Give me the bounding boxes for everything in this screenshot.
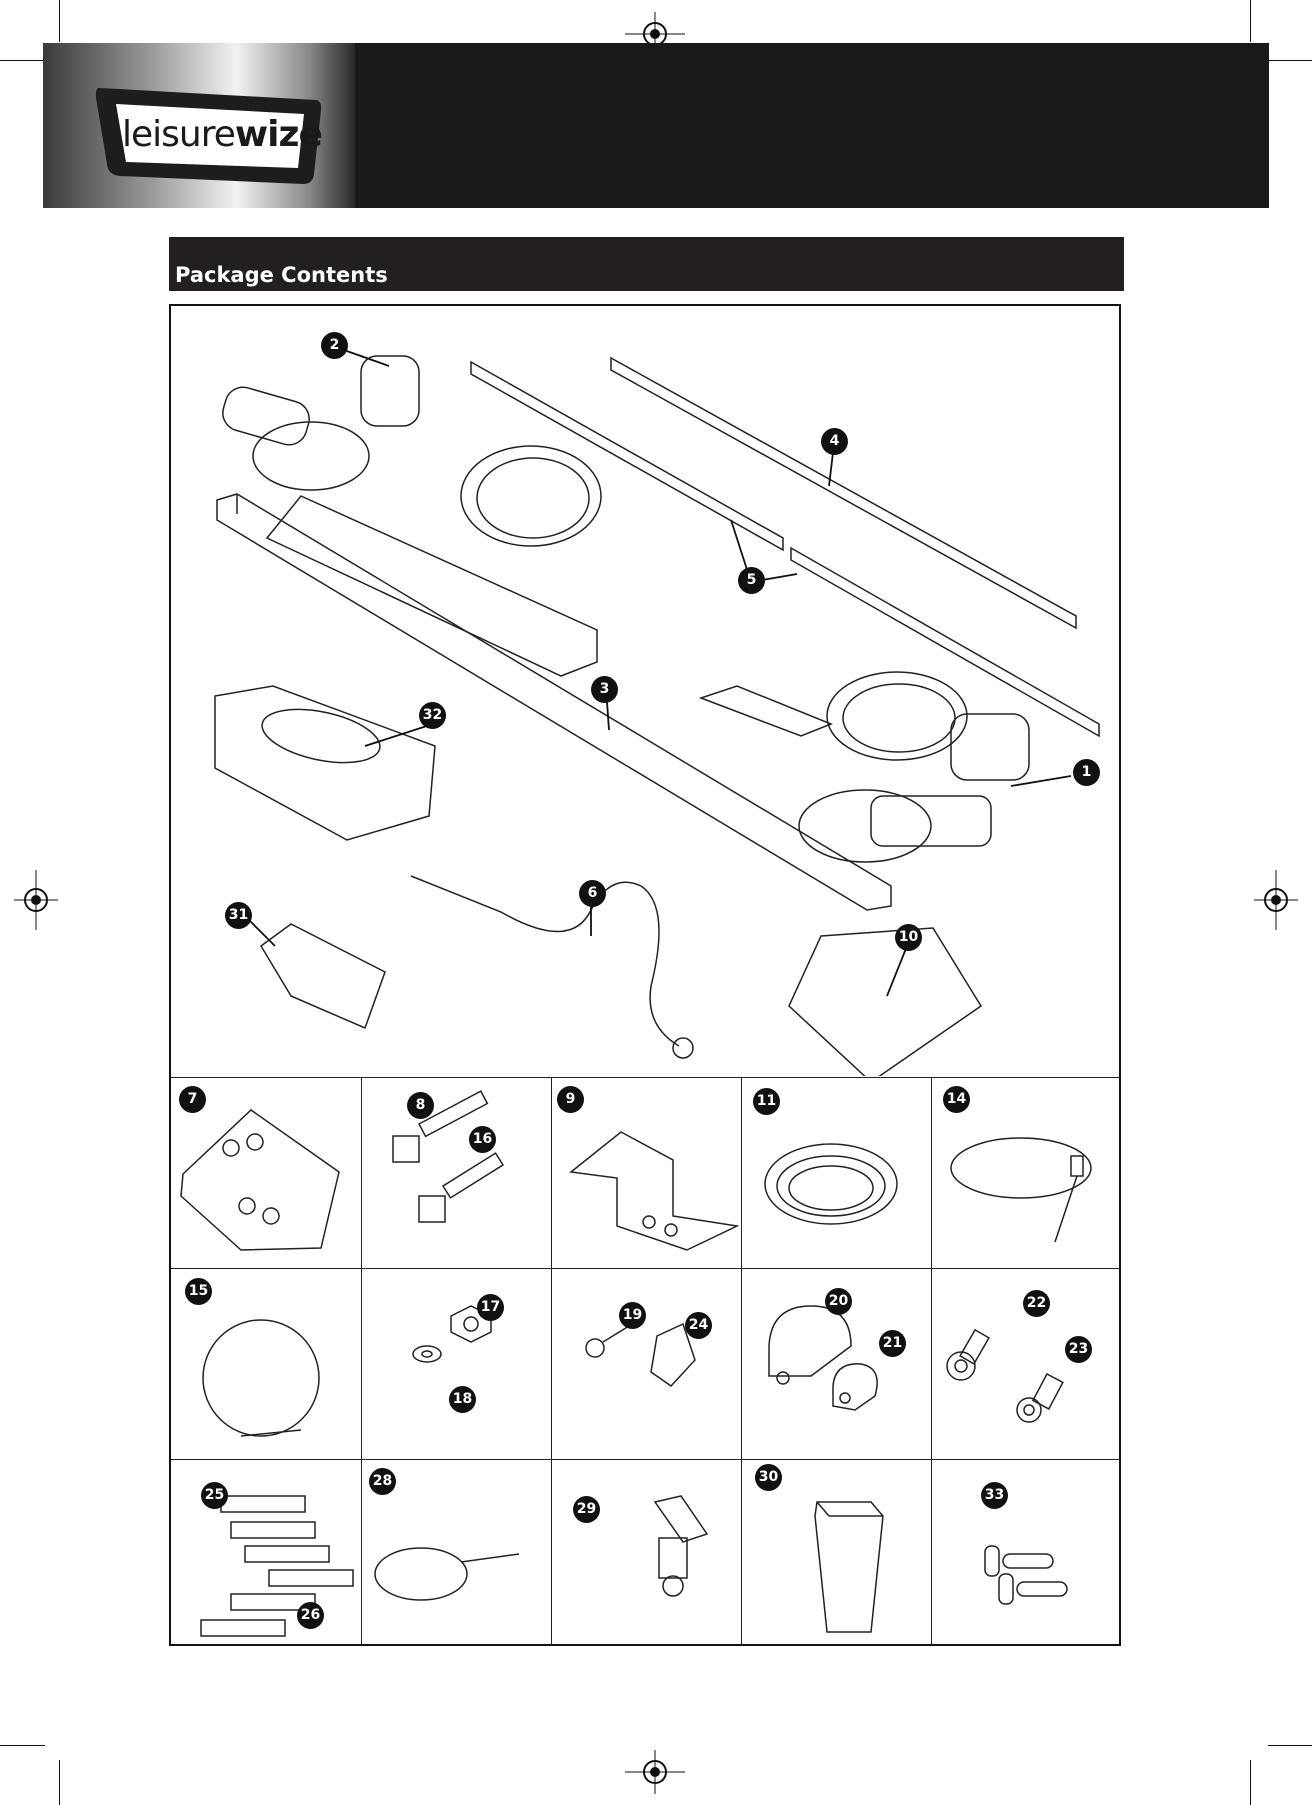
crop-mark <box>59 1760 60 1805</box>
part-label-22: 22 <box>1023 1290 1050 1317</box>
part-label-28: 28 <box>369 1468 396 1495</box>
part-label-21: 21 <box>879 1330 906 1357</box>
registration-mark-left <box>14 870 58 930</box>
part-label-26: 26 <box>297 1602 324 1629</box>
package-contents-box: 2 4 5 3 32 1 6 31 10 <box>169 304 1121 1646</box>
part-label-24: 24 <box>685 1312 712 1339</box>
part-label-8: 8 <box>407 1092 434 1119</box>
crop-mark <box>1250 0 1251 42</box>
part-label-9: 9 <box>557 1086 584 1113</box>
part-label-15: 15 <box>185 1278 212 1305</box>
crop-mark <box>0 60 45 61</box>
part-label-17: 17 <box>477 1294 504 1321</box>
registration-mark-right <box>1254 870 1298 930</box>
part-label-11: 11 <box>753 1088 780 1115</box>
part-label-14: 14 <box>943 1086 970 1113</box>
part-label-18: 18 <box>449 1386 476 1413</box>
registration-mark-bottom <box>625 1750 685 1794</box>
brand-logo: leisurewize <box>122 114 322 155</box>
parts-grid-illustrations <box>171 306 1119 1646</box>
crop-mark <box>59 0 60 42</box>
part-label-19: 19 <box>619 1302 646 1329</box>
part-label-23: 23 <box>1065 1336 1092 1363</box>
part-label-30: 30 <box>755 1464 782 1491</box>
crop-mark <box>1268 60 1312 61</box>
crop-mark <box>0 1745 45 1746</box>
crop-mark <box>1268 1745 1312 1746</box>
part-label-7: 7 <box>179 1086 206 1113</box>
section-title-bar: Package Contents <box>169 237 1124 291</box>
part-label-25: 25 <box>201 1482 228 1509</box>
part-label-20: 20 <box>825 1288 852 1315</box>
crop-mark <box>1250 1760 1251 1805</box>
part-label-29: 29 <box>573 1496 600 1523</box>
part-label-16: 16 <box>469 1126 496 1153</box>
section-title: Package Contents <box>175 263 388 287</box>
part-label-33: 33 <box>981 1482 1008 1509</box>
